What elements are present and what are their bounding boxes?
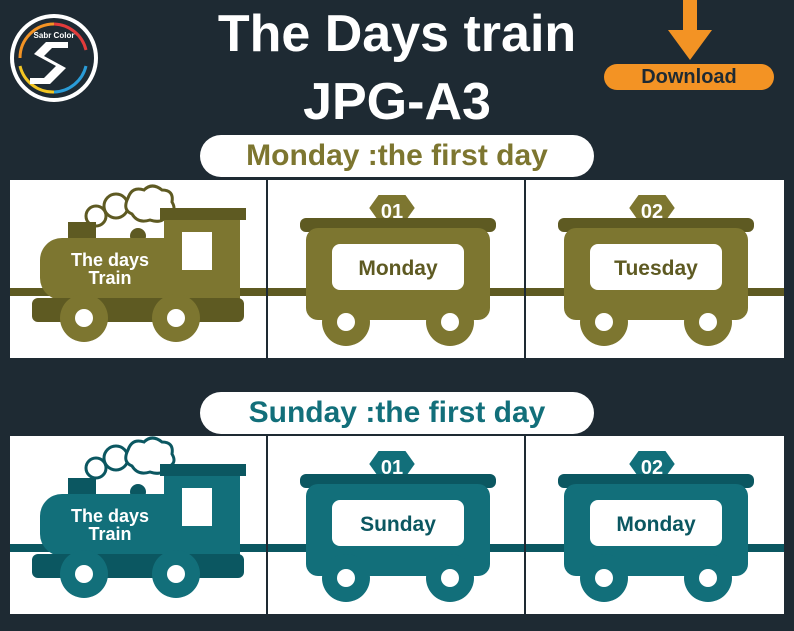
car-day-label: Monday [358, 257, 438, 280]
train-car-1: 01 Monday [300, 193, 496, 346]
panel-divider [266, 180, 268, 358]
train-car-2: 02 Tuesday [558, 193, 754, 346]
car-number: 01 [381, 457, 403, 479]
section-heading-monday: Monday :the first day [200, 135, 594, 177]
page-subtitle: JPG-A3 [303, 73, 491, 131]
brand-logo: Sabr Color [10, 14, 98, 102]
page-title: The Days train [217, 5, 577, 63]
logo-text: Sabr Color [34, 31, 75, 40]
train-panel-2: The days Train 01 Sunday 02 Monday [10, 436, 784, 614]
engine-label-line2: Train [88, 524, 131, 544]
panel-divider [266, 436, 268, 614]
car-number: 02 [641, 457, 663, 479]
car-number: 01 [381, 201, 403, 223]
section-heading-sunday: Sunday :the first day [200, 392, 594, 434]
train-panel-1: The days Train 01 Monday 02 Tuesday [10, 180, 784, 358]
engine-label-line1: The days [71, 250, 149, 270]
train-scene-1: The days Train 01 Monday 02 Tuesday [10, 184, 784, 346]
car-day-label: Sunday [360, 513, 436, 536]
locomotive: The days Train [32, 436, 246, 598]
engine-label-line2: Train [88, 268, 131, 288]
arrow-down-icon [668, 0, 712, 60]
car-day-label: Monday [616, 513, 696, 536]
train-car-1: 01 Sunday [300, 449, 496, 602]
download-label: Download [604, 64, 774, 90]
train-scene-2: The days Train 01 Sunday 02 Monday [10, 436, 784, 602]
car-day-label: Tuesday [614, 257, 698, 280]
panel-divider [524, 180, 526, 358]
panel-divider [524, 436, 526, 614]
train-car-2: 02 Monday [558, 449, 754, 602]
download-button[interactable]: Download [604, 0, 776, 92]
car-number: 02 [641, 201, 663, 223]
locomotive: The days Train [32, 184, 246, 342]
engine-label-line1: The days [71, 506, 149, 526]
